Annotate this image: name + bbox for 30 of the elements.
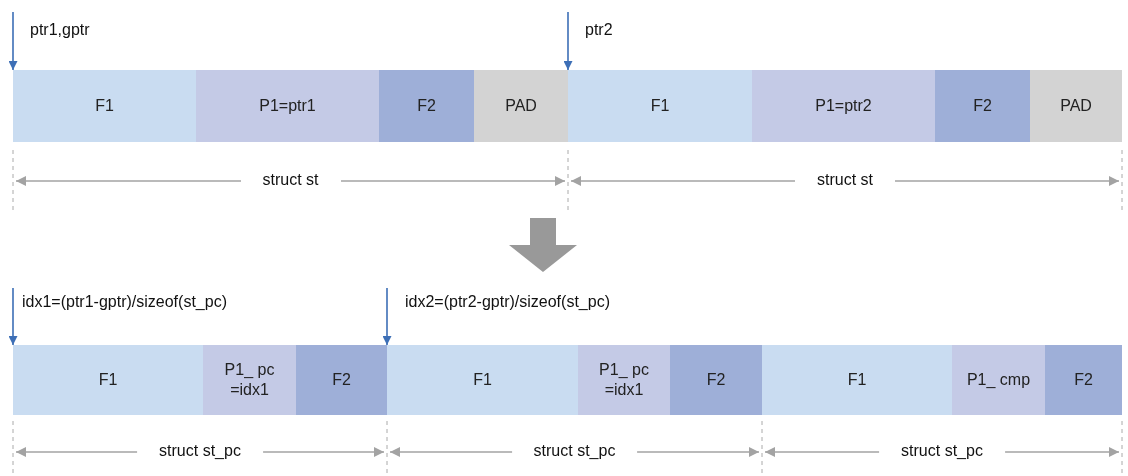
field-block: P1_ cmp	[952, 345, 1045, 415]
field-block: PAD	[474, 70, 568, 142]
dimension-label: struct st	[240, 172, 341, 188]
field-block: P1_ pc =idx1	[203, 345, 296, 415]
dimension-label: struct st_pc	[511, 443, 638, 459]
pointer-arrow	[8, 287, 18, 346]
field-block: F1	[387, 345, 578, 415]
field-block: F2	[1045, 345, 1122, 415]
pointer-label: ptr2	[585, 22, 613, 38]
field-block: F1	[762, 345, 952, 415]
pointer-arrow	[8, 11, 18, 71]
pointer-label: ptr1,gptr	[30, 22, 90, 38]
field-block: F1	[13, 345, 203, 415]
field-block: F1	[568, 70, 752, 142]
field-block: F2	[670, 345, 762, 415]
pointer-label: idx1=(ptr1-gptr)/sizeof(st_pc)	[22, 294, 227, 310]
field-block: PAD	[1030, 70, 1122, 142]
field-block: F2	[296, 345, 387, 415]
dimension-label: struct st_pc	[137, 443, 263, 459]
field-block: F2	[379, 70, 474, 142]
dimension-label: struct st_pc	[879, 443, 1005, 459]
field-block: P1=ptr2	[752, 70, 935, 142]
pointer-arrow	[382, 287, 392, 346]
dimension-label: struct st	[795, 172, 895, 188]
field-block: P1_ pc =idx1	[578, 345, 670, 415]
pointer-arrow	[563, 11, 573, 71]
field-block: P1=ptr1	[196, 70, 379, 142]
pointer-label: idx2=(ptr2-gptr)/sizeof(st_pc)	[405, 294, 610, 310]
field-block: F2	[935, 70, 1030, 142]
field-block: F1	[13, 70, 196, 142]
